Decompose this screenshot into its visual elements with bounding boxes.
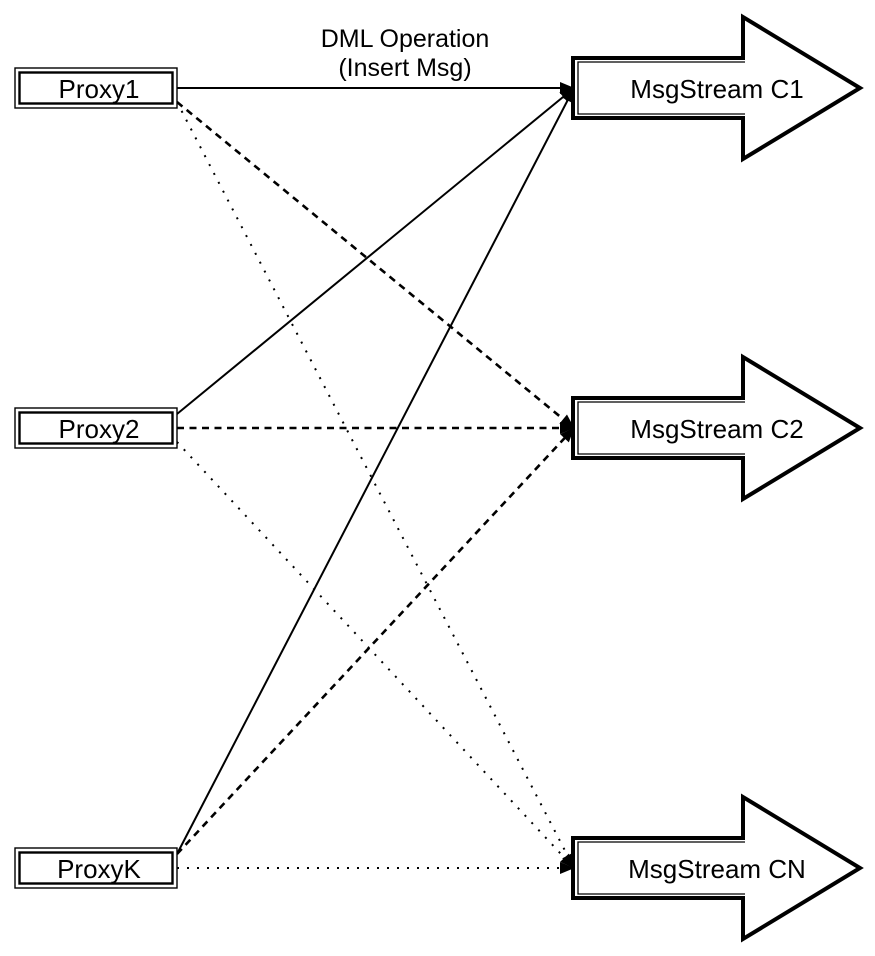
dml-operation-label-line1: DML Operation bbox=[321, 25, 490, 53]
stream-label-c2: MsgStream C2 bbox=[630, 414, 803, 444]
proxy-box-inner-proxy1 bbox=[18, 71, 174, 105]
proxy-node-proxy1: Proxy1 bbox=[14, 67, 178, 109]
stream-arrow-inner-line-c1 bbox=[577, 61, 745, 115]
edge-proxy1-cn-dotted bbox=[176, 101, 575, 869]
edge-proxyk-c1-solid bbox=[176, 87, 575, 855]
stream-node-c1: MsgStream C1 bbox=[571, 13, 864, 163]
edge-proxy2-cn-dotted bbox=[176, 441, 575, 869]
proxy-box-inner-proxyk bbox=[18, 851, 174, 885]
proxy-node-proxy2: Proxy2 bbox=[14, 407, 178, 449]
edges-layer bbox=[176, 82, 575, 874]
stream-arrow-inner-line-cn bbox=[577, 841, 745, 895]
proxy-node-proxyk: ProxyK bbox=[14, 847, 178, 889]
dml-operation-label-line2: (Insert Msg) bbox=[338, 54, 471, 82]
stream-node-c2: MsgStream C2 bbox=[571, 353, 864, 503]
stream-arrow-shape-cn bbox=[571, 793, 864, 943]
edge-proxyk-c2-dashed bbox=[176, 427, 575, 855]
proxy-label-proxyk: ProxyK bbox=[57, 854, 141, 884]
stream-node-cn: MsgStream CN bbox=[571, 793, 864, 943]
stream-arrow-inner-line-c2 bbox=[577, 401, 745, 455]
stream-arrow-shape-c1 bbox=[571, 13, 864, 163]
proxy-label-proxy2: Proxy2 bbox=[59, 414, 140, 444]
stream-label-cn: MsgStream CN bbox=[628, 854, 806, 884]
edge-proxy1-c2-dashed bbox=[176, 100, 575, 430]
proxy-box-inner-proxy2 bbox=[18, 411, 174, 445]
edge-proxy2-c1-solid bbox=[176, 87, 575, 415]
stream-arrow-shape-c2 bbox=[571, 353, 864, 503]
proxy-label-proxy1: Proxy1 bbox=[59, 74, 140, 104]
stream-label-c1: MsgStream C1 bbox=[630, 74, 803, 104]
